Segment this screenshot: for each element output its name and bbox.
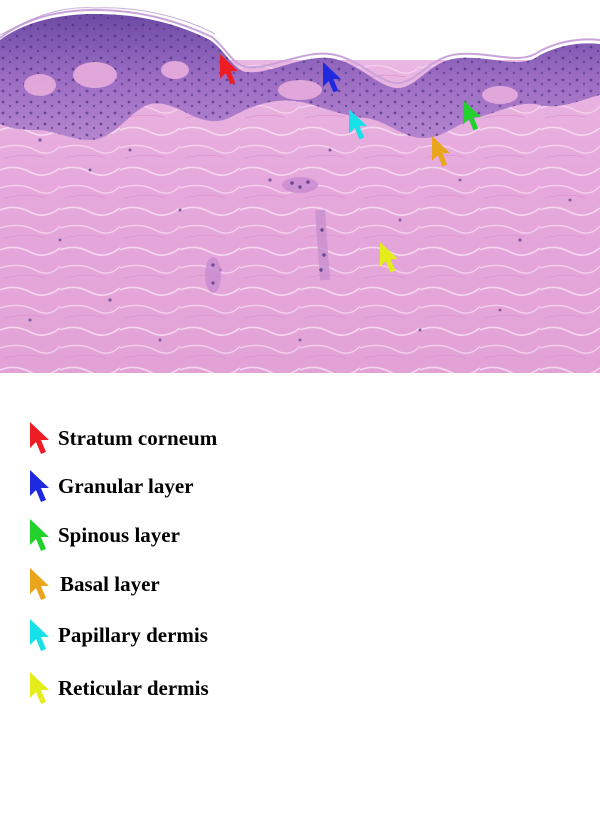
legend-item-granular-layer: Granular layer [28,468,428,508]
arrow-cursor-icon [349,109,368,140]
arrow-cursor-icon [30,619,49,651]
legend-arrow-shape [30,422,49,454]
stratum-corneum-arrow [220,54,239,85]
arrow-cursor-icon [463,100,482,131]
legend-arrow-shape [30,619,49,651]
legend-item-stratum-corneum: Stratum corneum [28,420,428,460]
legend-label: Papillary dermis [58,623,208,647]
legend-item-basal-layer: Basal layer [28,566,428,606]
arrow-cursor-icon [30,422,49,454]
legend-arrow-shape [30,519,49,551]
reticular-dermis-arrow [380,242,399,273]
arrow-cursor-icon [432,136,451,167]
arrow-cursor-icon [30,568,49,600]
legend-label: Spinous layer [58,523,180,547]
legend-label: Granular layer [58,474,194,498]
papillary-dermis-arrow [349,109,368,140]
legend-label: Reticular dermis [58,676,209,700]
skin-histology-micrograph [0,0,600,373]
arrow-cursor-icon [380,242,399,273]
legend-item-papillary-dermis: Papillary dermis [28,617,428,657]
arrow-cursor-icon [323,62,342,93]
legend-arrow-shape [30,568,49,600]
legend-arrow-shape [30,470,49,502]
basal-layer-arrow [432,136,451,167]
legend-arrow-shape [30,672,49,704]
legend-item-reticular-dermis: Reticular dermis [28,670,428,710]
arrow-cursor-icon [220,54,239,85]
legend-label: Stratum corneum [58,426,218,450]
arrow-cursor-icon [30,519,49,551]
legend-label: Basal layer [60,572,160,596]
spinous-layer-arrow [463,100,482,131]
arrow-cursor-icon [30,672,49,704]
legend-item-spinous-layer: Spinous layer [28,517,428,557]
arrow-cursor-icon [30,470,49,502]
granular-layer-arrow [323,62,342,93]
